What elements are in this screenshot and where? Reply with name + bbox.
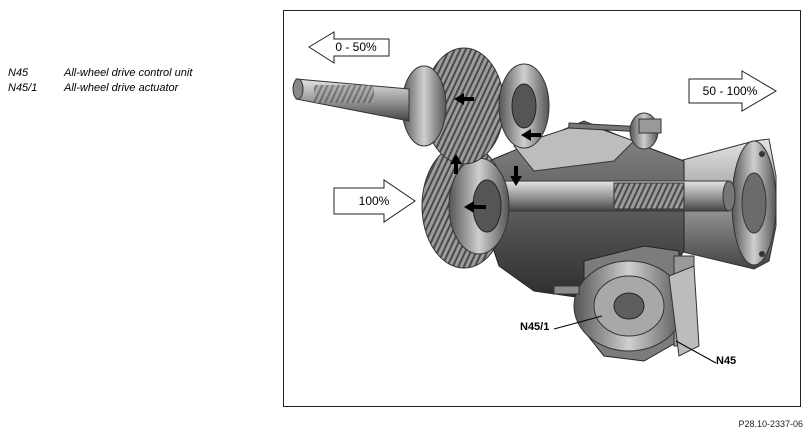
rear-flow-label: 50 - 100% bbox=[703, 84, 758, 98]
legend-code: N45 bbox=[8, 67, 29, 79]
callout-n45-1: N45/1 bbox=[520, 321, 550, 333]
front-output-gear bbox=[401, 47, 550, 165]
legend-description: All-wheel drive control unit bbox=[64, 67, 193, 79]
diagram-frame: 0 - 50% 50 - 100% 100% N45/1 N45 bbox=[283, 10, 801, 407]
main-shaft bbox=[468, 180, 736, 212]
transfer-case-illustration: 0 - 50% 50 - 100% 100% bbox=[292, 31, 777, 364]
awd-control-unit bbox=[668, 265, 700, 357]
input-flow-arrow: 100% bbox=[333, 179, 416, 223]
input-flow-label: 100% bbox=[359, 194, 390, 208]
legend-row-n45: N45 All-wheel drive control unit bbox=[8, 66, 192, 81]
legend-code: N45/1 bbox=[8, 82, 38, 94]
actuator-linkage bbox=[568, 112, 662, 150]
reference-code: P28.10-2337-06 bbox=[738, 419, 803, 429]
front-output-shaft bbox=[292, 78, 410, 122]
callout-n45: N45 bbox=[716, 355, 737, 367]
legend: N45 All-wheel drive control unit N45/1 A… bbox=[8, 66, 192, 96]
front-flow-label: 0 - 50% bbox=[335, 40, 377, 54]
rear-flow-arrow: 50 - 100% bbox=[688, 70, 777, 112]
legend-row-n45-1: N45/1 All-wheel drive actuator bbox=[8, 81, 192, 96]
callout-leaders bbox=[553, 315, 717, 364]
front-flow-arrow: 0 - 50% bbox=[308, 31, 390, 64]
awd-actuator bbox=[553, 260, 685, 352]
force-arrows bbox=[450, 93, 541, 213]
legend-description: All-wheel drive actuator bbox=[64, 82, 179, 94]
